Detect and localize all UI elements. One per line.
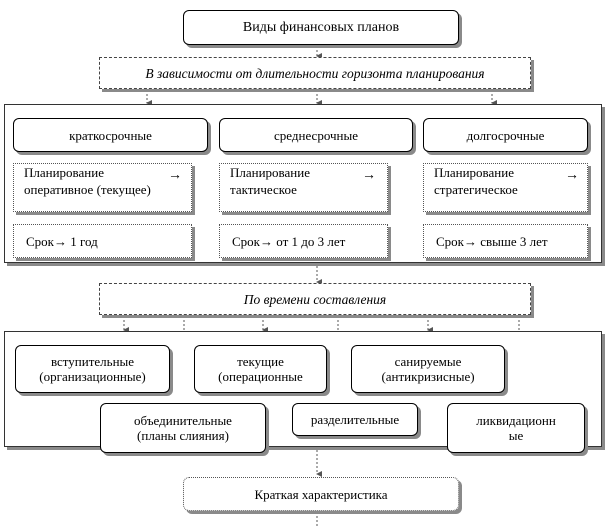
period-long-arrow: → [464, 233, 477, 249]
type-separating-box: разделительные [292, 403, 418, 436]
diagram-title: Виды финансовых планов [242, 20, 400, 35]
type-current-box: текущие (операционные [194, 345, 327, 393]
period-long-value: свыше 3 лет [480, 233, 548, 249]
period-mid-value: от 1 до 3 лет [276, 233, 346, 249]
criterion-horizon-box: В зависимости от длительности горизонта … [99, 57, 531, 89]
type-merging-box: объединительные (планы слияния) [100, 403, 266, 453]
term-long-box: долгосрочные [423, 118, 588, 152]
period-long-label: Срок [436, 233, 464, 249]
plan-short-arrow: → [168, 168, 182, 183]
type-liquidation-name: ликвидационн [476, 413, 556, 428]
type-merging-name: объединительные [134, 413, 232, 428]
type-merging-note: (планы слияния) [137, 428, 229, 443]
plan-short-type: оперативное (текущее) [24, 182, 151, 197]
title-box: Виды финансовых планов [183, 10, 459, 45]
type-introductory-name: вступительные [50, 354, 135, 369]
plan-long-type: стратегическое [434, 182, 518, 197]
plan-mid-label: Планирование [230, 165, 310, 180]
criterion-time-text: По времени составления [243, 291, 387, 307]
plan-short-box: Планирование оперативное (текущее) [13, 163, 192, 212]
footer-text: Краткая характеристика [254, 486, 388, 502]
term-short-label: краткосрочные [69, 127, 152, 143]
term-mid-box: среднесрочные [219, 118, 413, 152]
criterion-horizon-text: В зависимости от длительности горизонта … [145, 65, 485, 81]
period-short-value: 1 год [70, 233, 98, 249]
period-mid-label: Срок [232, 233, 260, 249]
plan-mid-type: тактическое [230, 182, 297, 197]
plan-mid-arrow: → [362, 168, 376, 183]
footer-box: Краткая характеристика [183, 477, 459, 511]
plan-short-label: Планирование [24, 165, 104, 180]
period-short-label: Срок [26, 233, 54, 249]
type-sanitation-name: санируемые [394, 354, 462, 369]
type-separating-name: разделительные [310, 412, 400, 427]
plan-mid-box: Планирование тактическое [219, 163, 388, 212]
period-long-box: Срок→ свыше 3 лет [423, 224, 588, 258]
type-sanitation-note: (антикризисные) [381, 369, 475, 384]
period-short-box: Срок→ 1 год [13, 224, 192, 258]
plan-long-box: Планирование стратегическое [423, 163, 588, 212]
criterion-time-box: По времени составления [99, 283, 531, 315]
plan-long-arrow: → [565, 168, 579, 183]
type-liquidation-note: ые [508, 428, 524, 443]
type-introductory-note: (организационные) [39, 369, 146, 384]
type-liquidation-box: ликвидационн ые [447, 403, 585, 453]
plan-long-label: Планирование [434, 165, 514, 180]
type-introductory-box: вступительные (организационные) [15, 345, 170, 393]
type-current-name: текущие [237, 354, 284, 369]
period-mid-arrow: → [260, 233, 273, 249]
term-mid-label: среднесрочные [274, 127, 358, 143]
term-long-label: долгосрочные [466, 127, 545, 143]
type-current-note: (операционные [218, 369, 303, 384]
term-short-box: краткосрочные [13, 118, 208, 152]
type-sanitation-box: санируемые (антикризисные) [351, 345, 505, 393]
period-mid-box: Срок→ от 1 до 3 лет [219, 224, 388, 258]
period-short-arrow: → [54, 233, 67, 249]
